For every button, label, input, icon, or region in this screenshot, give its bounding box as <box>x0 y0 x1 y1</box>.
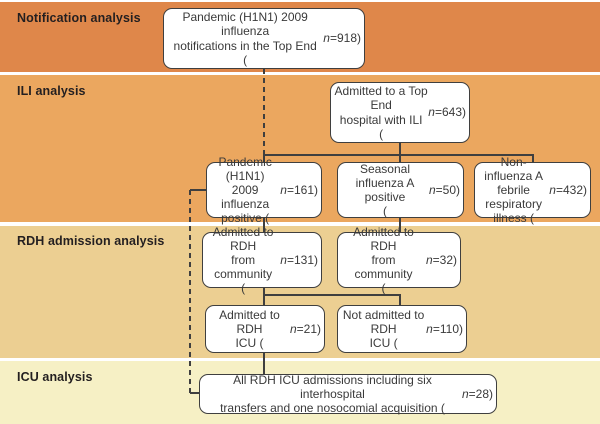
section-label-ili-analysis: ILI analysis <box>17 84 86 98</box>
box-icu-not-admitted: Not admitted to RDH ICU (n=110) <box>337 305 467 353</box>
section-label-notification-analysis: Notification analysis <box>17 11 141 25</box>
box-pandemic-positive: Pandemic (H1N1) 2009 influenza positive … <box>206 155 322 225</box>
box-icu-admitted: Admitted to RDH ICU (n=21) <box>205 305 325 353</box>
box-icu-all-admissions: All RDH ICU admissions including six int… <box>199 373 497 415</box>
box-admitted-ili: Admitted to a Top End hospital with ILI … <box>330 82 470 143</box>
box-rdh-community-pandemic: Admitted to RDH from community (n=131) <box>202 225 322 295</box>
section-label-icu-analysis: ICU analysis <box>17 370 93 384</box>
box-rdh-community-seasonal: Admitted to RDH from community (n=32) <box>337 225 461 295</box>
section-label-rdh-admission-analysis: RDH admission analysis <box>17 234 165 248</box>
box-non-influenza: Non-influenza A febrile respiratory illn… <box>474 155 591 225</box>
box-seasonal-positive: Seasonal influenza A positive (n=50) <box>337 162 464 218</box>
box-notifications: Pandemic (H1N1) 2009 influenza notificat… <box>163 8 365 69</box>
